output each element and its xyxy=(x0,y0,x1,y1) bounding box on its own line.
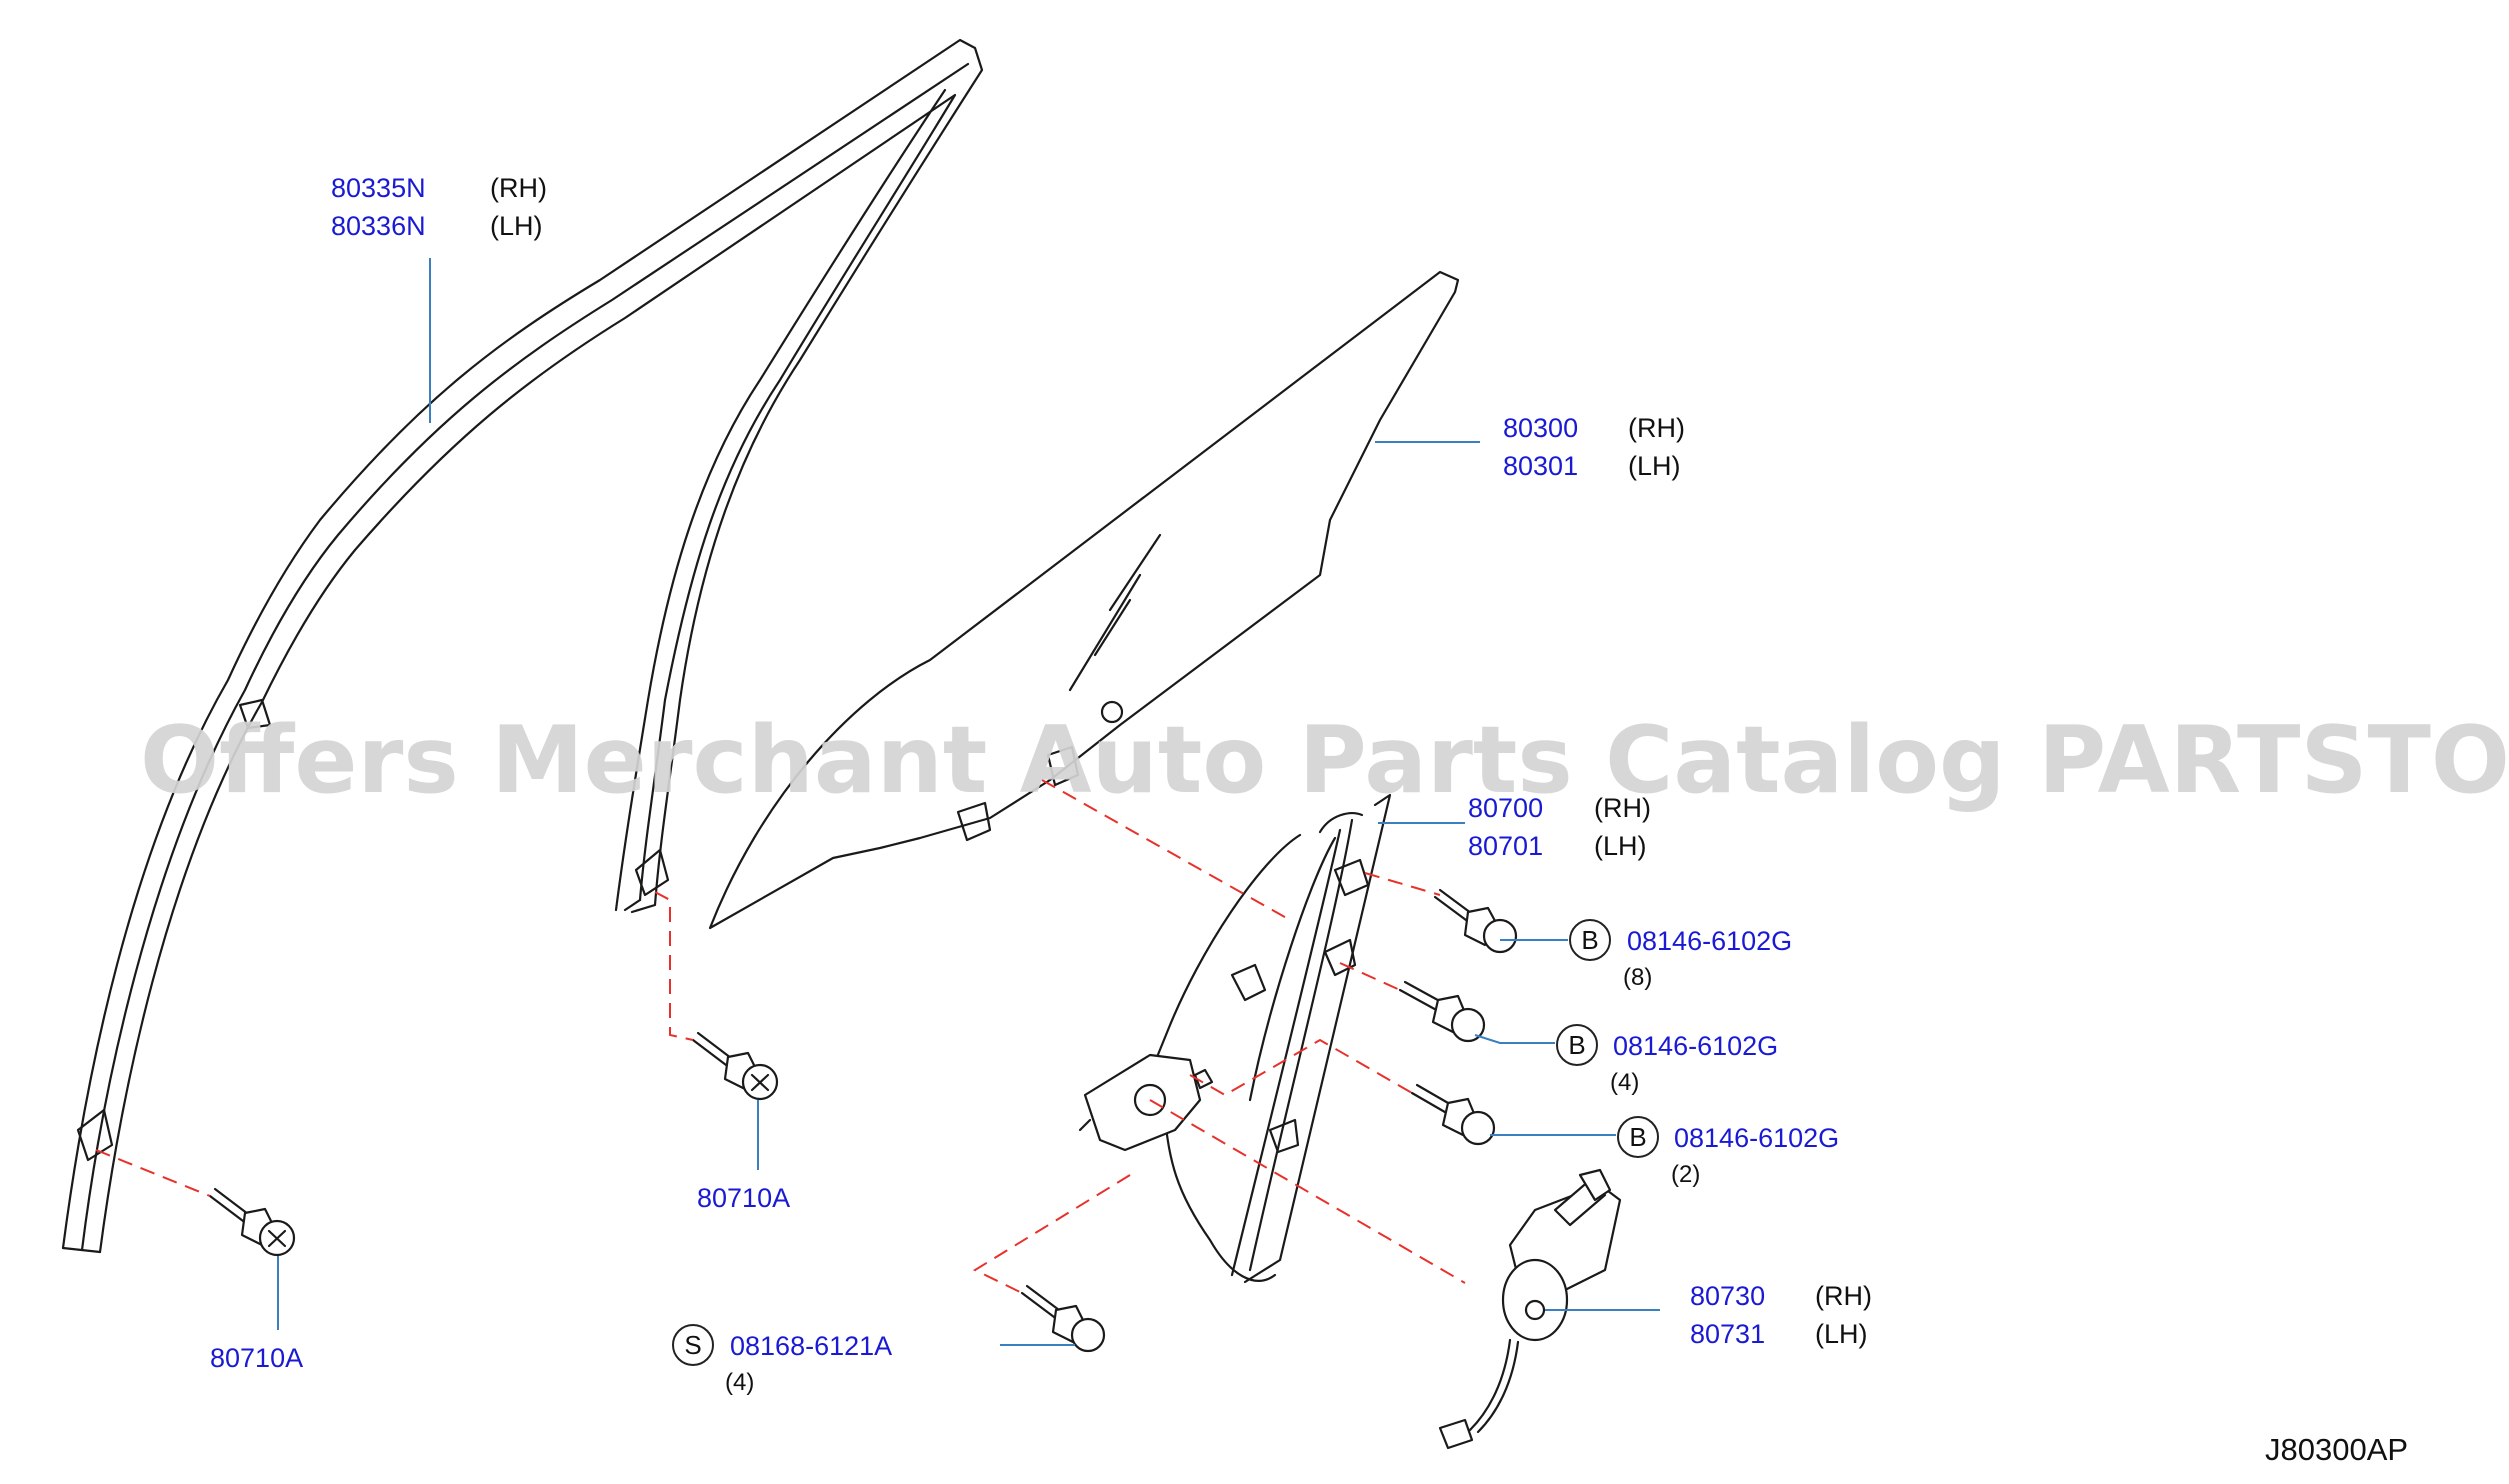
label-motor-lh-part[interactable]: 80731 xyxy=(1690,1319,1765,1349)
label-regulator-lh-side: (LH) xyxy=(1594,831,1647,861)
label-sash-lh-side: (LH) xyxy=(490,211,543,241)
door-glass xyxy=(708,270,1460,930)
svg-text:S: S xyxy=(684,1330,701,1360)
label-screw-s-qty: (4) xyxy=(725,1369,754,1396)
bolt-b-3 xyxy=(1410,1083,1496,1146)
label-glass-lh-side: (LH) xyxy=(1628,451,1681,481)
badge-s: S xyxy=(672,1324,714,1366)
bolt-80710a-mid xyxy=(691,1031,779,1101)
diagram-code: J80300AP xyxy=(2265,1432,2408,1467)
label-motor-rh-part[interactable]: 80730 xyxy=(1690,1281,1765,1311)
label-glass-rh-part[interactable]: 80300 xyxy=(1503,413,1578,443)
svg-text:B: B xyxy=(1629,1122,1646,1152)
label-bolt-2-qty: (4) xyxy=(1610,1069,1639,1096)
svg-text:B: B xyxy=(1568,1030,1585,1060)
label-sash-lh-part[interactable]: 80336N xyxy=(331,211,426,241)
label-screw-s-part[interactable]: 08168-6121A xyxy=(730,1331,892,1361)
label-regulator-lh-part[interactable]: 80701 xyxy=(1468,831,1543,861)
label-sash-rh-part[interactable]: 80335N xyxy=(331,173,426,203)
label-glass-rh-side: (RH) xyxy=(1628,413,1685,443)
label-motor-lh-side: (LH) xyxy=(1815,1319,1868,1349)
label-regulator-rh-part[interactable]: 80700 xyxy=(1468,793,1543,823)
leader-lines xyxy=(277,258,1660,1346)
badge-b-2: B xyxy=(1556,1024,1598,1066)
bolt-80710a-left xyxy=(208,1187,296,1257)
window-regulator xyxy=(1078,793,1392,1284)
badge-b-1: B xyxy=(1569,919,1611,961)
label-glass-lh-part[interactable]: 80301 xyxy=(1503,451,1578,481)
label-regulator-rh-side: (RH) xyxy=(1594,793,1651,823)
label-bolt-1-qty: (8) xyxy=(1623,964,1652,991)
bolt-b-1 xyxy=(1433,888,1518,954)
label-bolt-2-part[interactable]: 08146-6102G xyxy=(1613,1031,1778,1061)
door-sash xyxy=(61,38,984,1254)
label-bolt-80710a-mid[interactable]: 80710A xyxy=(697,1183,790,1213)
screw-s xyxy=(1020,1284,1106,1353)
watermark: Offers Merchant Auto Parts Catalog PARTS… xyxy=(140,706,2509,814)
fastener-paths xyxy=(95,779,1466,1294)
badge-b-3: B xyxy=(1617,1116,1659,1158)
svg-text:B: B xyxy=(1581,925,1598,955)
label-bolt-80710a-left[interactable]: 80710A xyxy=(210,1343,303,1373)
label-bolt-1-part[interactable]: 08146-6102G xyxy=(1627,926,1792,956)
regulator-motor xyxy=(1438,1168,1622,1450)
label-bolt-3-qty: (2) xyxy=(1671,1161,1700,1188)
label-sash-rh-side: (RH) xyxy=(490,173,547,203)
label-motor-rh-side: (RH) xyxy=(1815,1281,1872,1311)
bolt-b-2 xyxy=(1398,980,1486,1043)
label-bolt-3-part[interactable]: 08146-6102G xyxy=(1674,1123,1839,1153)
